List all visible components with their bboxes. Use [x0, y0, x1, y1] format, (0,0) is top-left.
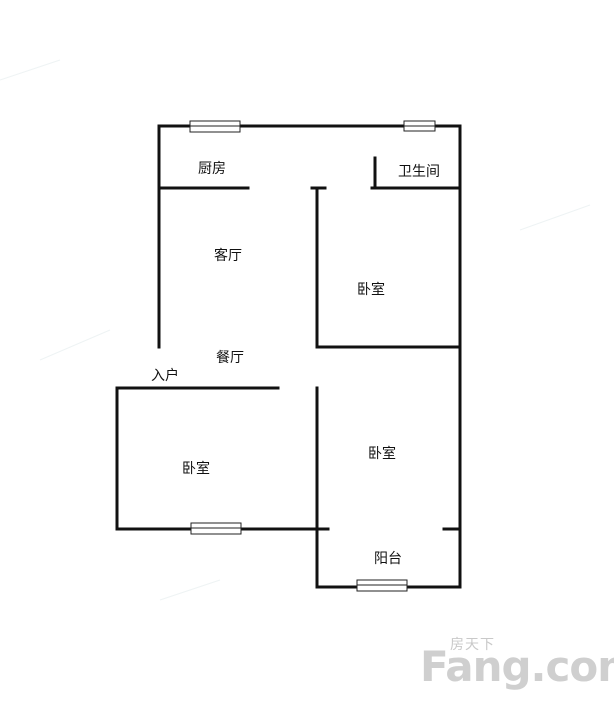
room-label-bedroom-lower: 卧室 — [368, 446, 396, 462]
room-label-kitchen: 厨房 — [198, 161, 226, 177]
fang-logo: Fang.com 房天下 — [420, 632, 614, 692]
room-label-bedroom-upper: 卧室 — [357, 282, 385, 298]
walls — [115, 124, 462, 589]
room-label-balcony: 阳台 — [374, 551, 402, 567]
room-label-entrance: 入户 — [151, 368, 179, 384]
room-label-dining-room: 餐厅 — [216, 350, 244, 366]
fang-logo-chinese: 房天下 — [450, 637, 495, 653]
room-label-bedroom-left: 卧室 — [182, 461, 210, 477]
window-balcony — [356, 579, 408, 592]
window-left-bedroom — [190, 522, 242, 535]
fang-logo-brand: Fang.com — [420, 642, 614, 691]
window-bathroom — [403, 120, 436, 132]
background-watermark-pattern — [0, 59, 591, 601]
room-label-bathroom: 卫生间 — [398, 164, 440, 180]
window-kitchen — [189, 120, 241, 133]
room-label-living-room: 客厅 — [214, 248, 242, 264]
